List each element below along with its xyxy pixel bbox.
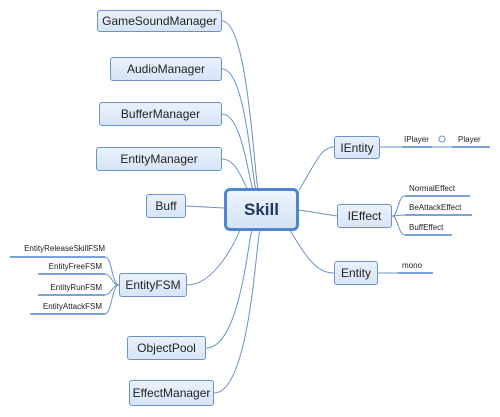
edge-ientity (298, 146, 335, 191)
node-entity[interactable]: Entity (334, 261, 378, 285)
edge-effect-manager (213, 229, 261, 394)
edge-game-sound-manager (221, 20, 260, 191)
leaf-entity-free-fsm[interactable]: EntityFreeFSM (48, 262, 102, 271)
leaf-mono[interactable]: mono (402, 261, 423, 270)
node-game-sound-manager[interactable]: GameSoundManager (97, 10, 222, 32)
edge-buff (185, 205, 225, 209)
edge-fsm-release (104, 256, 120, 286)
node-entity-manager[interactable]: EntityManager (96, 147, 222, 171)
leaf-be-attack-effect[interactable]: BeAttackEffect (409, 203, 462, 212)
leaf-entity-attack-fsm[interactable]: EntityAttackFSM (42, 302, 102, 311)
node-audio-manager[interactable]: AudioManager (110, 57, 222, 81)
leaf-iplayer[interactable]: IPlayer (404, 135, 429, 144)
edge-ieffect-buff (391, 215, 406, 236)
collapse-toggle-icon (438, 135, 446, 143)
node-ientity[interactable]: IEntity (334, 136, 380, 159)
node-entity-fsm[interactable]: EntityFSM (119, 273, 187, 297)
node-buff[interactable]: Buff (146, 194, 186, 218)
edge-entity-fsm (186, 229, 241, 286)
edge-fsm-attack (104, 284, 120, 315)
leaf-normal-effect[interactable]: NormalEffect (409, 184, 456, 193)
edge-ieffect (298, 209, 338, 217)
edge-object-pool (205, 229, 253, 349)
edge-ieffect-normal (391, 195, 406, 217)
node-object-pool[interactable]: ObjectPool (127, 336, 206, 360)
node-buffer-manager[interactable]: BufferManager (99, 102, 222, 126)
edge-audio-manager (221, 68, 258, 191)
central-topic[interactable]: Skill (224, 188, 299, 231)
leaf-player[interactable]: Player (458, 135, 481, 144)
leaf-entity-run-fsm[interactable]: EntityRunFSM (50, 283, 102, 292)
edge-entity (289, 229, 335, 274)
node-ieffect[interactable]: IEffect (337, 204, 392, 228)
leaf-entity-release-skill-fsm[interactable]: EntityReleaseSkillFSM (24, 244, 105, 253)
node-effect-manager[interactable]: EffectManager (129, 380, 214, 406)
leaf-buff-effect[interactable]: BuffEffect (409, 223, 444, 232)
edge-entity-manager (221, 158, 251, 191)
